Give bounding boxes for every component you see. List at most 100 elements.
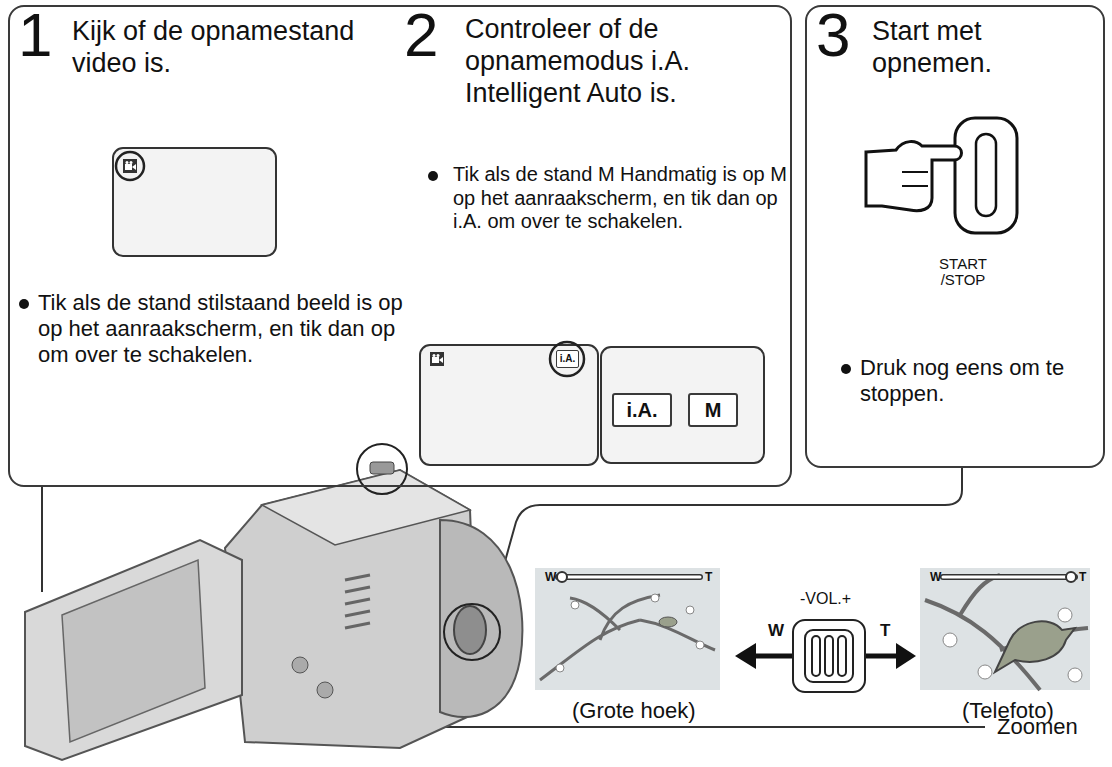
branches xyxy=(540,595,715,680)
lcd-screen xyxy=(113,148,276,256)
arrow-head xyxy=(735,643,756,669)
step-number: 3 xyxy=(816,4,868,66)
vent-line xyxy=(345,611,370,616)
photo-bg xyxy=(535,568,720,690)
branches xyxy=(925,575,1088,690)
bird xyxy=(995,621,1075,672)
leader-line xyxy=(382,494,985,727)
blossom xyxy=(571,601,579,609)
button-housing xyxy=(955,118,1017,233)
blossom xyxy=(556,664,564,672)
mode-button: M xyxy=(688,393,738,427)
highlight-circle xyxy=(444,604,500,660)
step-number: 1 xyxy=(18,4,70,66)
mode-button: i.A. xyxy=(612,393,672,427)
icon-lens xyxy=(132,164,136,170)
highlight-circle xyxy=(550,342,584,376)
control-label: -VOL.+ xyxy=(800,591,851,607)
zoom-scale-label: W xyxy=(545,571,556,583)
button-text: i.A. xyxy=(557,351,578,367)
step-heading: Kijk of de opnamestand video is. xyxy=(72,16,407,80)
view-caption: (Grote hoek) xyxy=(572,700,696,722)
direction-label: T xyxy=(880,622,890,639)
icon-reel xyxy=(130,161,133,164)
lever-rib xyxy=(825,636,833,676)
vent-line xyxy=(345,587,370,592)
step-heading: Controleer of de opnamemodus i.A. Intell… xyxy=(465,14,785,110)
zoom-lever xyxy=(370,462,394,474)
direction-label: W xyxy=(768,622,784,639)
step-number: 2 xyxy=(404,4,456,66)
bullet-note: Druk nog eens om te stoppen. xyxy=(860,355,1085,407)
step-panel: 1Kijk of de opnamestand video is. Tik als… xyxy=(8,5,792,487)
zoom-scale-label: T xyxy=(1079,571,1086,583)
zoom-scale-label: W xyxy=(930,571,941,583)
button-key xyxy=(976,134,996,216)
blossom xyxy=(651,594,659,602)
bird xyxy=(659,617,677,627)
icon-body xyxy=(432,357,439,363)
blossom xyxy=(943,633,957,647)
lcd-display xyxy=(62,560,205,742)
blossom xyxy=(1068,668,1082,682)
leader-line xyxy=(41,487,43,592)
blossoms xyxy=(556,594,704,672)
zoom-bar xyxy=(558,574,700,580)
pointing-hand xyxy=(866,142,962,211)
lever-key xyxy=(805,630,853,682)
arrow-head xyxy=(896,643,916,669)
vent-line xyxy=(345,575,370,580)
zoom-scale-label: T xyxy=(705,571,712,583)
lever-rib xyxy=(838,636,846,676)
zoom-lever-detail xyxy=(735,620,916,692)
lcd-panel xyxy=(25,540,242,760)
bullet xyxy=(19,299,29,309)
start-stop-key xyxy=(454,606,486,654)
telephoto-view xyxy=(920,568,1090,690)
arrow-shaft xyxy=(754,654,792,659)
step-panel: 3Start met opnemen. START /STOP Druk nog e… xyxy=(805,5,1105,468)
zoom-knob xyxy=(557,572,567,582)
icon-bg xyxy=(430,352,444,366)
wide-angle-view xyxy=(535,568,720,690)
zoom-bar-inner xyxy=(943,576,1075,579)
bullet-note: Tik als de stand M Handmatig is op M op … xyxy=(453,163,788,234)
bullet xyxy=(841,364,851,374)
lcd-screen xyxy=(420,342,598,465)
arrow-shaft xyxy=(866,654,898,659)
blossoms xyxy=(943,608,1082,682)
step-heading: Start met opnemen. xyxy=(872,16,1082,80)
blossom xyxy=(978,665,992,679)
icon-lens xyxy=(439,357,443,363)
button-text: M xyxy=(690,395,736,425)
camera-top xyxy=(262,470,470,545)
video-icon xyxy=(430,352,444,366)
blossom xyxy=(696,641,704,649)
icon-reel xyxy=(433,354,436,357)
part-name: Zoomen xyxy=(997,716,1078,738)
vent-line xyxy=(345,623,370,628)
button-text: i.A. xyxy=(614,395,670,425)
blossom xyxy=(1058,608,1072,622)
lever-rib xyxy=(812,636,820,676)
lever-frame xyxy=(793,620,865,692)
bullet xyxy=(428,171,438,181)
icon-bg xyxy=(123,159,137,173)
mode-icon: i.A. xyxy=(556,350,579,368)
finger-lines xyxy=(902,172,928,186)
icon-body xyxy=(125,164,132,170)
button-label: START /STOP xyxy=(930,256,996,288)
blossom xyxy=(686,606,694,614)
camera-button xyxy=(317,682,333,698)
zoom-bar xyxy=(943,574,1075,580)
zoom-knob xyxy=(1066,572,1076,582)
camera-lens xyxy=(440,520,522,717)
vent-line xyxy=(345,599,370,604)
highlight-circle xyxy=(116,152,144,180)
bullet-note: Tik als de stand stilstaand beeld is op … xyxy=(38,290,423,368)
vent-grille xyxy=(345,575,370,628)
camcorder xyxy=(25,444,522,760)
start-stop-button xyxy=(955,118,1017,233)
